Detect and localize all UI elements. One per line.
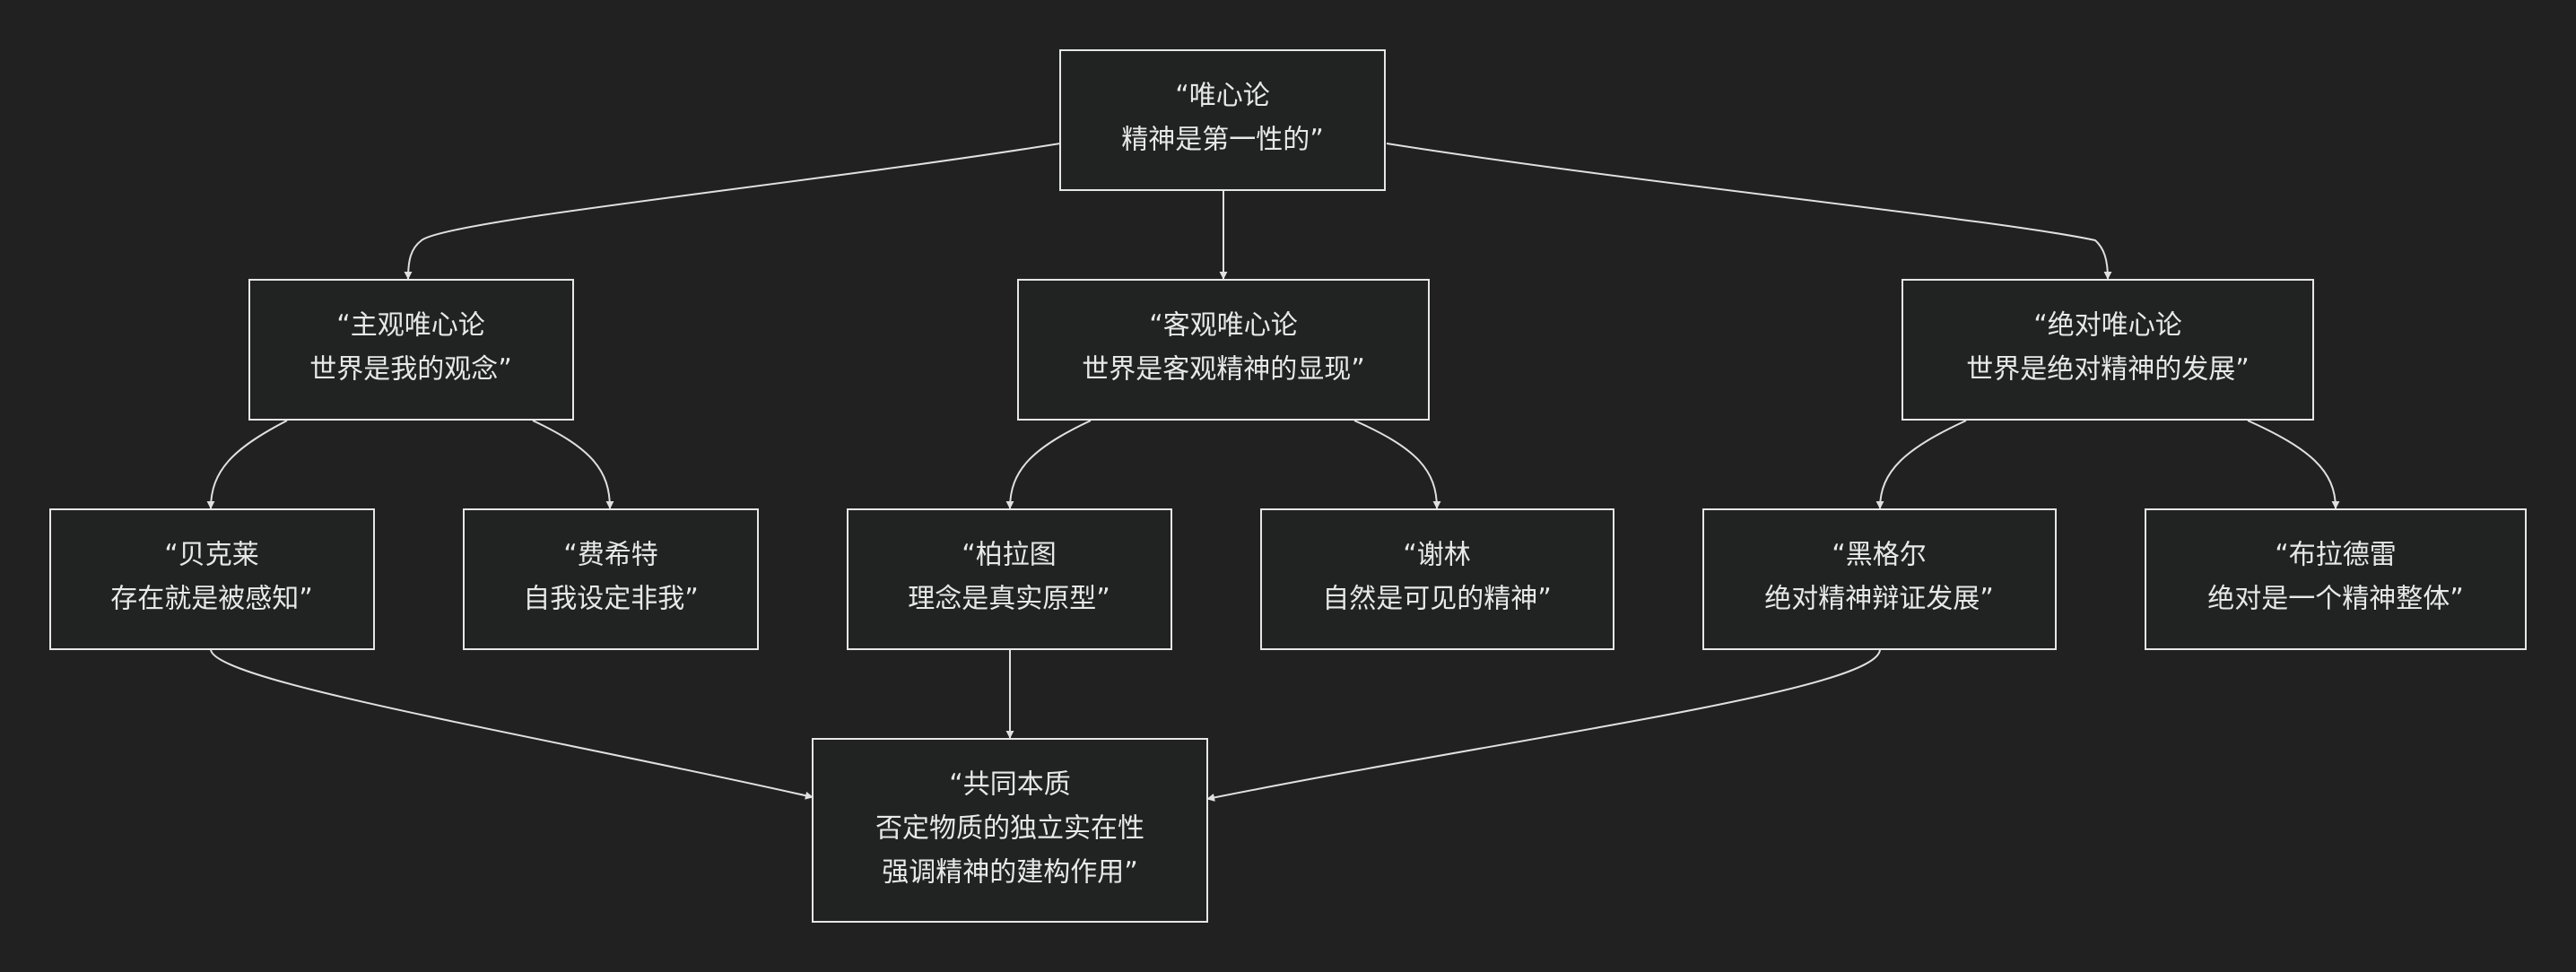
node-hegel[interactable]: “黑格尔 绝对精神辩证发展” bbox=[1702, 508, 2057, 650]
edge-subjective-berkeley bbox=[206, 420, 288, 509]
edge-berkeley-common bbox=[210, 648, 814, 800]
node-bradley-line-1: “布拉德雷 bbox=[2275, 540, 2397, 571]
node-absolute-line-2: 世界是绝对精神的发展” bbox=[1966, 354, 2250, 386]
edge-absolute-bradley bbox=[2247, 420, 2340, 509]
node-berkeley-line-2: 存在就是被感知” bbox=[110, 584, 313, 615]
node-subjective-line-1: “主观唯心论 bbox=[336, 310, 485, 342]
node-schelling[interactable]: “谢林 自然是可见的精神” bbox=[1260, 508, 1614, 650]
edge-objective-schelling bbox=[1353, 420, 1441, 509]
node-objective[interactable]: “客观唯心论 世界是客观精神的显现” bbox=[1017, 279, 1430, 421]
node-objective-line-1: “客观唯心论 bbox=[1149, 310, 1298, 342]
node-hegel-line-1: “黑格尔 bbox=[1832, 540, 1927, 571]
node-fichte-line-2: 自我设定非我” bbox=[523, 584, 699, 615]
node-absolute-line-1: “绝对唯心论 bbox=[2033, 310, 2182, 342]
node-idealism-line-2: 精神是第一性的” bbox=[1121, 125, 1324, 156]
node-plato[interactable]: “柏拉图 理念是真实原型” bbox=[847, 508, 1172, 650]
node-common-line-2: 否定物质的独立实在性 bbox=[875, 813, 1144, 845]
node-subjective-line-2: 世界是我的观念” bbox=[309, 354, 512, 386]
edge-objective-plato bbox=[1005, 420, 1092, 509]
node-subjective[interactable]: “主观唯心论 世界是我的观念” bbox=[248, 279, 574, 421]
node-bradley[interactable]: “布拉德雷 绝对是一个精神整体” bbox=[2145, 508, 2527, 650]
edge-idealism-absolute bbox=[1386, 143, 2112, 280]
node-common-line-3: 强调精神的建构作用” bbox=[882, 857, 1138, 889]
node-hegel-line-2: 绝对精神辩证发展” bbox=[1764, 584, 1994, 615]
node-idealism[interactable]: “唯心论 精神是第一性的” bbox=[1059, 49, 1386, 191]
node-plato-line-2: 理念是真实原型” bbox=[908, 584, 1110, 615]
node-fichte[interactable]: “费希特 自我设定非我” bbox=[463, 508, 759, 650]
node-common[interactable]: “共同本质 否定物质的独立实在性 强调精神的建构作用” bbox=[812, 738, 1208, 923]
edge-hegel-common bbox=[1206, 648, 1881, 802]
node-fichte-line-1: “费希特 bbox=[563, 540, 658, 571]
node-absolute[interactable]: “绝对唯心论 世界是绝对精神的发展” bbox=[1902, 279, 2314, 421]
nodes-layer: “唯心论 精神是第一性的” “主观唯心论 世界是我的观念” “客观唯心论 世界是… bbox=[49, 49, 2527, 923]
node-schelling-line-2: 自然是可见的精神” bbox=[1322, 584, 1552, 615]
edge-idealism-subjective bbox=[404, 143, 1061, 280]
node-schelling-line-1: “谢林 bbox=[1403, 540, 1471, 571]
node-plato-line-1: “柏拉图 bbox=[962, 540, 1057, 571]
node-berkeley-line-1: “贝克莱 bbox=[164, 540, 259, 571]
edges-layer bbox=[206, 143, 2340, 802]
node-bradley-line-2: 绝对是一个精神整体” bbox=[2207, 584, 2464, 615]
node-idealism-line-1: “唯心论 bbox=[1175, 81, 1270, 112]
node-common-line-1: “共同本质 bbox=[949, 769, 1071, 801]
edge-absolute-hegel bbox=[1875, 420, 1967, 509]
edge-subjective-fichte bbox=[532, 420, 614, 509]
node-objective-line-2: 世界是客观精神的显现” bbox=[1082, 354, 1365, 386]
node-berkeley[interactable]: “贝克莱 存在就是被感知” bbox=[49, 508, 375, 650]
